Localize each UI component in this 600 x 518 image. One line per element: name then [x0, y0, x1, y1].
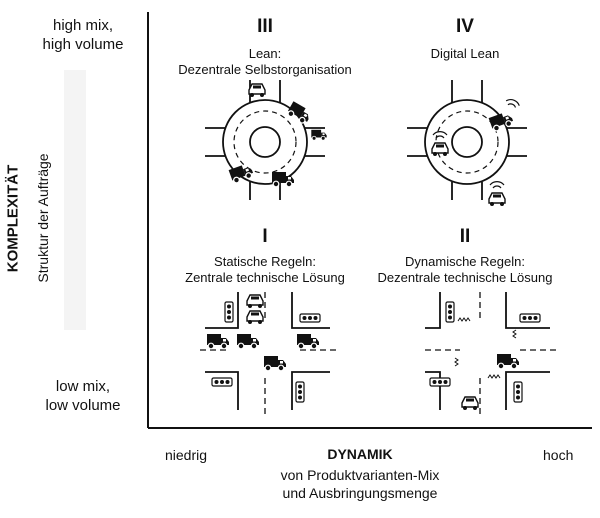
- quadrant-i-numeral: I: [262, 226, 268, 247]
- quadrant-iii-label: Lean:Dezentrale Selbstorganisation: [178, 46, 352, 77]
- axis-shade: [64, 70, 86, 330]
- x-axis-right-label: hoch: [543, 447, 574, 463]
- y-axis-title: KOMPLEXITÄT: [4, 164, 22, 273]
- quadrant-ii-label: Dynamische Regeln:Dezentrale technische …: [377, 254, 553, 285]
- y-axis-bottom-label: low mix,low volume: [45, 378, 121, 414]
- y-axis-subtitle: Struktur der Aufträge: [35, 153, 51, 283]
- quadrant-ii-numeral: II: [459, 226, 471, 247]
- roundabout-connected-vehicles-icon: [407, 80, 527, 207]
- traffic-light-icon: [224, 301, 234, 323]
- quadrant-iv-label: Digital Lean: [430, 46, 500, 61]
- wifi-icon: [504, 97, 522, 110]
- roundabout-trucks-icon: [205, 80, 328, 200]
- quadrant-iii-numeral: III: [257, 16, 273, 37]
- quadrant-i-label: Statische Regeln:Zentrale technische Lös…: [185, 254, 345, 285]
- intersection-smart-traffic-lights-icon: [425, 292, 556, 416]
- quadrant-iv-numeral: IV: [456, 16, 474, 37]
- x-axis-left-label: niedrig: [165, 447, 208, 463]
- truck-icon: [285, 100, 314, 126]
- intersection-traffic-lights-icon: [200, 292, 336, 416]
- y-axis-top-label: high mix,high volume: [42, 17, 124, 53]
- x-axis-title: DYNAMIK: [327, 446, 393, 462]
